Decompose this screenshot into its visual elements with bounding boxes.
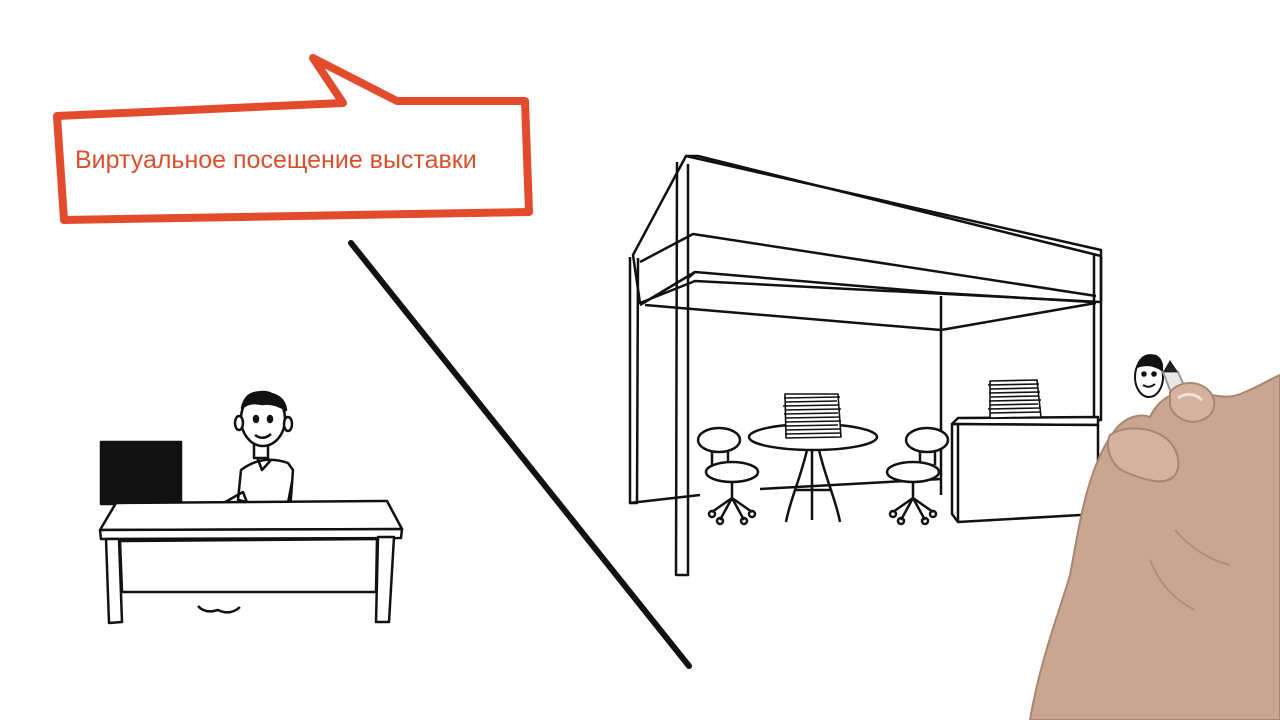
chair-left <box>696 426 760 526</box>
drawing-hand-illustration <box>1028 354 1280 720</box>
diagonal-divider-line <box>348 240 692 669</box>
speech-bubble-outline <box>53 54 533 224</box>
paper-stack-counter <box>987 379 1042 419</box>
paper-stack <box>782 393 842 439</box>
office-desk <box>98 499 404 625</box>
person-figure <box>219 390 295 513</box>
speech-bubble-text: Виртуальное посещение выставки <box>75 146 477 174</box>
speech-bubble: Виртуальное посещение выставки <box>53 54 533 224</box>
reception-counter <box>950 379 1100 524</box>
exhibition-booth-illustration <box>628 154 1103 577</box>
index-finger <box>1169 382 1216 423</box>
man-at-desk-illustration <box>98 390 404 625</box>
thumb <box>1106 427 1180 483</box>
small-sketched-figure <box>1134 354 1164 398</box>
computer-monitor <box>99 440 183 506</box>
hand <box>1028 373 1280 720</box>
chair-right <box>885 426 950 526</box>
round-table <box>747 393 879 523</box>
